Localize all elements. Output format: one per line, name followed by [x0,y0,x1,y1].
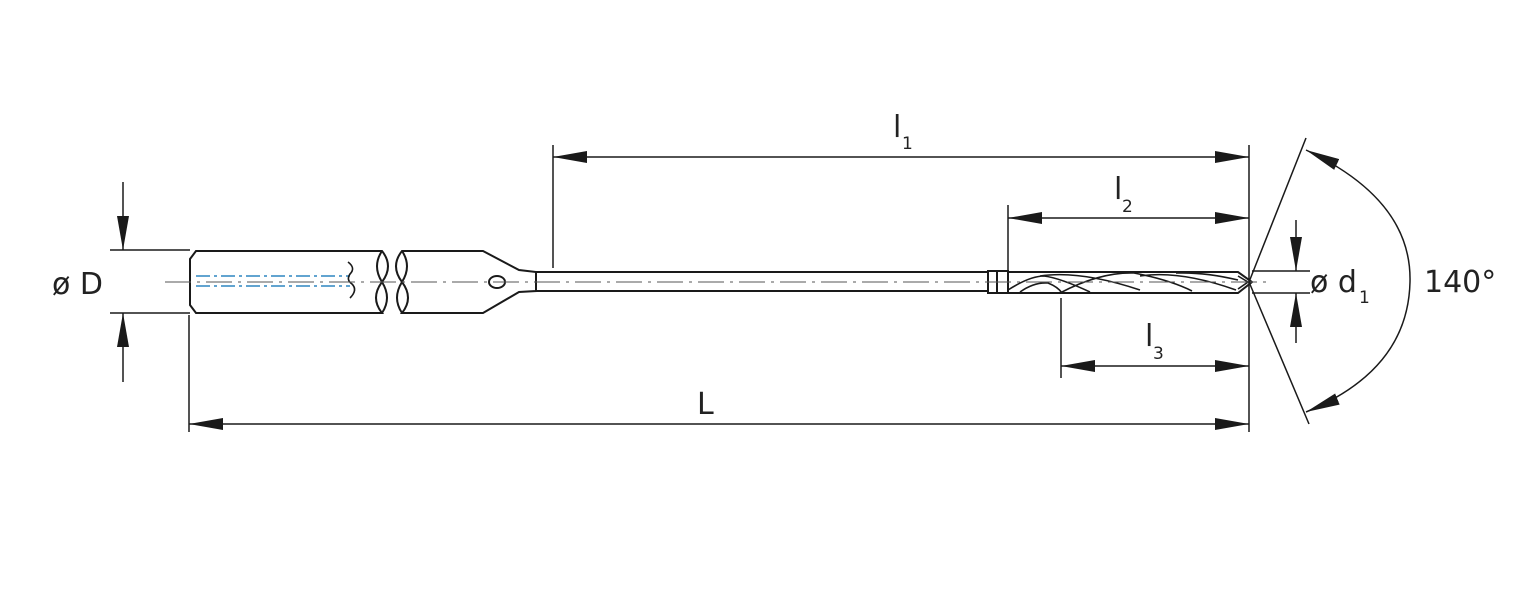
label-diameter-tip: ø d [1310,265,1357,300]
label-l1: l [893,110,901,145]
coolant-channels [196,275,350,287]
angle-line-bottom [1248,281,1310,425]
label-diameter-shank: ø D [52,267,103,302]
dimension-arrows [117,137,1411,430]
shank-right [395,250,537,314]
label-l2-sub: 2 [1122,197,1133,217]
label-l1-sub: 1 [902,134,913,154]
label-diameter-tip-sub: 1 [1359,288,1370,308]
angle-line-top [1248,137,1307,283]
helix-lines [1007,272,1239,294]
label-point-angle: 140° [1424,265,1496,300]
label-l3: l [1145,319,1153,354]
labels: ø D l 1 l 2 l 3 L ø d 1 140° [52,110,1496,422]
label-l2: l [1114,172,1122,207]
angle-arc [1305,149,1411,413]
label-l3-sub: 3 [1153,344,1164,364]
label-total-length: L [697,387,714,422]
coolant-break-mark [347,261,356,299]
